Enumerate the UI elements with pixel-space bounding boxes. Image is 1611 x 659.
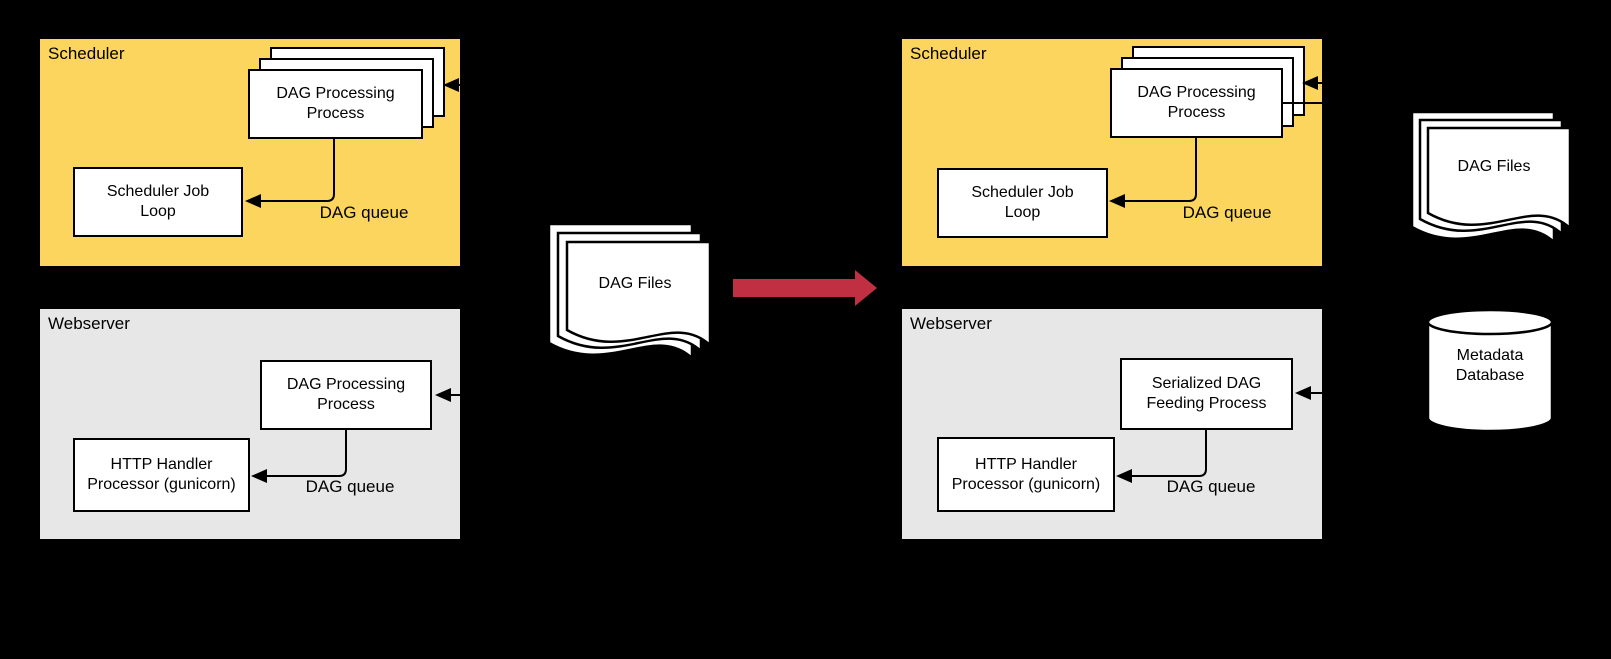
- right-webserver-http-handler-label: HTTP Handler Processor (gunicorn): [951, 455, 1101, 493]
- document-page-icon: [1418, 118, 1564, 237]
- metadata-database-label: Metadata Database: [1455, 347, 1525, 384]
- right-scheduler-job-loop-box: Scheduler Job Loop: [937, 168, 1108, 238]
- left-scheduler-dag-processing-box: DAG Processing Process: [248, 69, 423, 139]
- left-scheduler-job-loop-label: Scheduler Job Loop: [106, 183, 210, 220]
- document-page-icon: [1426, 126, 1572, 231]
- left-scheduler-dag-processing-label: DAG Processing Process: [276, 85, 395, 122]
- right-scheduler-job-loop-label: Scheduler Job Loop: [971, 184, 1074, 221]
- right-scheduler-dag-processing-label: DAG Processing Process: [1137, 84, 1256, 121]
- transition-arrow-icon: [733, 270, 877, 306]
- left-scheduler-queue-label: DAG queue: [319, 203, 409, 222]
- right-scheduler-dag-processing-box: DAG Processing Process: [1110, 68, 1283, 138]
- left-webserver-queue-label: DAG queue: [305, 477, 395, 496]
- left-webserver-http-handler-label: HTTP Handler Processor (gunicorn): [87, 456, 236, 493]
- right-webserver-serialized-feeding-label: Serialized DAG Feeding Process: [1146, 375, 1267, 412]
- middle-dag-files-label: DAG Files: [598, 275, 672, 292]
- left-webserver-title: Webserver: [48, 314, 130, 333]
- right-webserver-queue-label: DAG queue: [1166, 477, 1256, 496]
- right-dag-files-label: DAG Files: [1457, 158, 1531, 175]
- left-scheduler-title: Scheduler: [48, 44, 125, 63]
- right-scheduler-title: Scheduler: [910, 44, 987, 63]
- left-webserver-http-handler-box: HTTP Handler Processor (gunicorn): [73, 438, 250, 512]
- left-webserver-dag-processing-label: DAG Processing Process: [286, 376, 406, 413]
- right-webserver-serialized-feeding-box: Serialized DAG Feeding Process: [1120, 358, 1293, 430]
- right-webserver-title: Webserver: [910, 314, 992, 333]
- right-webserver-http-handler-box: HTTP Handler Processor (gunicorn): [937, 437, 1115, 512]
- left-webserver-dag-processing-box: DAG Processing Process: [260, 360, 432, 430]
- document-page-icon: [1410, 110, 1556, 245]
- left-scheduler-job-loop-box: Scheduler Job Loop: [73, 167, 243, 237]
- right-scheduler-queue-label: DAG queue: [1182, 203, 1272, 222]
- dag-files-document-stack-right: [1410, 110, 1572, 245]
